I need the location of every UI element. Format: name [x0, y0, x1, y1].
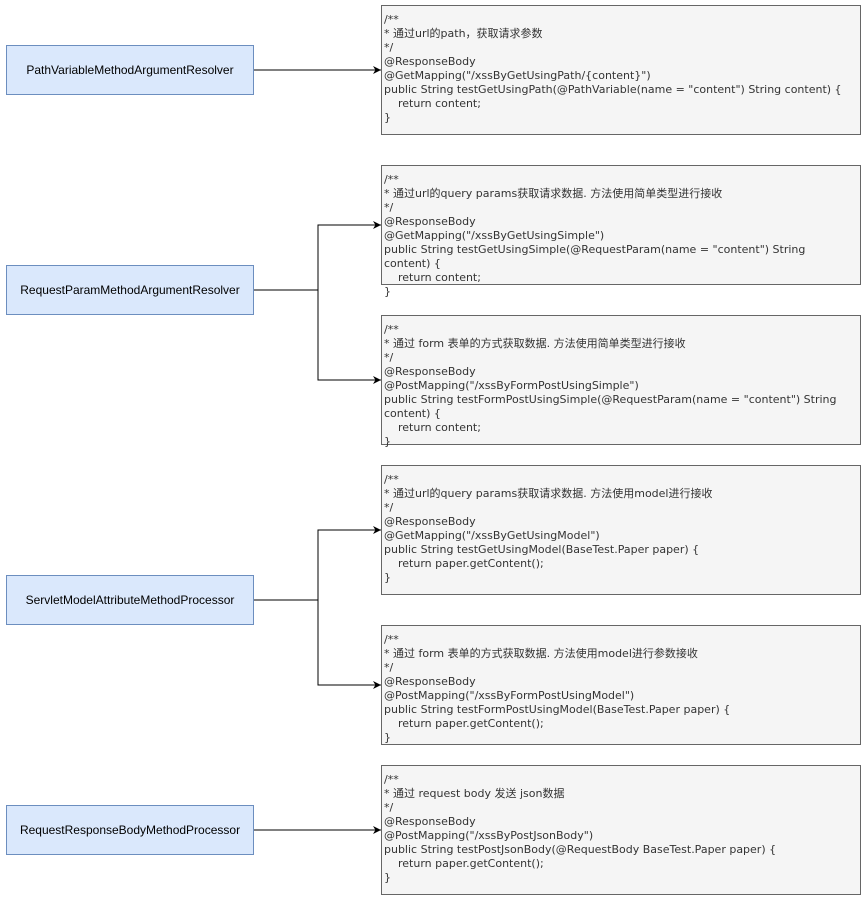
code-line: return content;: [384, 271, 481, 284]
code-line: public String testGetUsingSimple(@Reques…: [384, 243, 809, 270]
code-line: * 通过 request body 发送 json数据: [384, 787, 565, 800]
code-line: /**: [384, 323, 399, 336]
code-line: @PostMapping("/xssByFormPostUsingSimple"…: [384, 379, 639, 392]
code-line: /**: [384, 173, 399, 186]
code-line: @ResponseBody: [384, 515, 476, 528]
code-line: */: [384, 501, 394, 514]
code-line: @ResponseBody: [384, 55, 476, 68]
code-line: @GetMapping("/xssByGetUsingModel"): [384, 529, 600, 542]
code-line: * 通过 form 表单的方式获取数据. 方法使用model进行参数接收: [384, 647, 698, 660]
code-line: /**: [384, 773, 399, 786]
code-line: return content;: [384, 97, 481, 110]
code-line: }: [384, 111, 391, 124]
code-line: */: [384, 661, 394, 674]
code-line: @ResponseBody: [384, 215, 476, 228]
code-line: }: [384, 731, 391, 744]
code-line: return content;: [384, 421, 481, 434]
code-line: * 通过url的path，获取请求参数: [384, 27, 543, 40]
code-line: public String testFormPostUsingModel(Bas…: [384, 703, 731, 716]
code-snippet-form-post-using-simple: /** * 通过 form 表单的方式获取数据. 方法使用简单类型进行接收 */…: [381, 315, 861, 448]
code-line: */: [384, 41, 394, 54]
resolver-request-body: RequestResponseBodyMethodProcessor: [6, 805, 254, 855]
code-line: * 通过url的query params获取请求数据. 方法使用model进行接…: [384, 487, 713, 500]
resolver-label: RequestResponseBodyMethodProcessor: [19, 823, 241, 837]
code-line: return paper.getContent();: [384, 557, 544, 570]
code-line: * 通过 form 表单的方式获取数据. 方法使用简单类型进行接收: [384, 337, 686, 350]
resolver-label: ServletModelAttributeMethodProcessor: [25, 593, 235, 607]
resolver-label: RequestParamMethodArgumentResolver: [20, 283, 240, 297]
code-snippet-form-post-using-model: /** * 通过 form 表单的方式获取数据. 方法使用model进行参数接收…: [381, 625, 861, 745]
code-line: /**: [384, 473, 399, 486]
resolver-request-param: RequestParamMethodArgumentResolver: [6, 265, 254, 315]
code-line: @GetMapping("/xssByGetUsingSimple"): [384, 229, 605, 242]
code-line: public String testFormPostUsingSimple(@R…: [384, 393, 840, 420]
code-line: */: [384, 351, 394, 364]
resolver-path-variable: PathVariableMethodArgumentResolver: [6, 45, 254, 95]
code-line: }: [384, 435, 391, 448]
code-line: @ResponseBody: [384, 675, 476, 688]
code-line: }: [384, 871, 391, 884]
code-line: return paper.getContent();: [384, 717, 544, 730]
code-line: */: [384, 201, 394, 214]
connector-arrow: [317, 290, 381, 384]
code-line: /**: [384, 633, 399, 646]
connector-arrow: [254, 526, 381, 601]
code-snippet-post-json-body: /** * 通过 request body 发送 json数据 */ @Resp…: [381, 765, 861, 895]
code-line: public String testPostJsonBody(@RequestB…: [384, 843, 777, 856]
code-line: @ResponseBody: [384, 815, 476, 828]
resolver-model-attribute: ServletModelAttributeMethodProcessor: [6, 575, 254, 625]
connector-arrow: [317, 600, 381, 689]
code-line: }: [384, 285, 391, 298]
resolver-label: PathVariableMethodArgumentResolver: [26, 63, 234, 77]
code-line: public String testGetUsingPath(@PathVari…: [384, 83, 842, 96]
code-line: @GetMapping("/xssByGetUsingPath/{content…: [384, 69, 651, 82]
code-line: * 通过url的query params获取请求数据. 方法使用简单类型进行接收: [384, 187, 723, 200]
connector-arrow: [254, 221, 381, 291]
code-line: public String testGetUsingModel(BaseTest…: [384, 543, 700, 556]
code-line: @ResponseBody: [384, 365, 476, 378]
code-line: */: [384, 801, 394, 814]
code-line: @PostMapping("/xssByFormPostUsingModel"): [384, 689, 635, 702]
code-line: }: [384, 571, 391, 584]
code-snippet-get-using-simple: /** * 通过url的query params获取请求数据. 方法使用简单类型…: [381, 165, 861, 298]
code-snippet-get-using-path: /** * 通过url的path，获取请求参数 */ @ResponseBody…: [381, 5, 861, 135]
code-line: /**: [384, 13, 399, 26]
code-line: @PostMapping("/xssByPostJsonBody"): [384, 829, 594, 842]
code-line: return paper.getContent();: [384, 857, 544, 870]
code-snippet-get-using-model: /** * 通过url的query params获取请求数据. 方法使用mode…: [381, 465, 861, 595]
